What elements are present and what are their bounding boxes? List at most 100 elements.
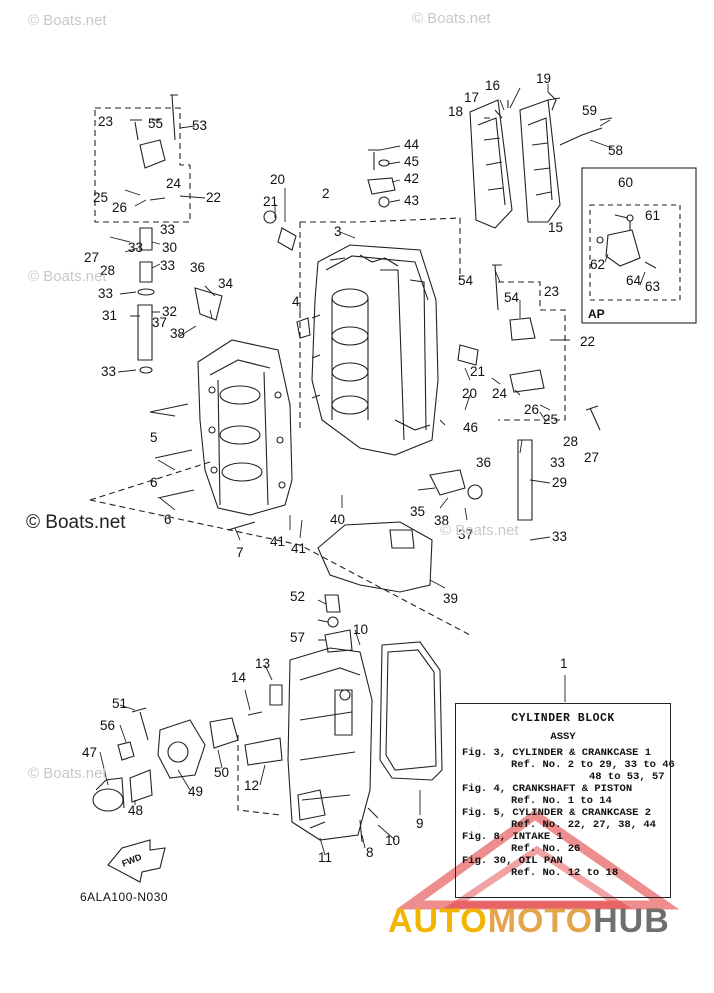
- part-callout: 62: [590, 257, 605, 272]
- part-callout: 24: [492, 386, 508, 401]
- part-callout: 27: [84, 250, 99, 265]
- legend-line: Ref. No. 1 to 14: [511, 795, 612, 807]
- part-callout: 38: [170, 326, 185, 341]
- part-callout: 45: [404, 154, 419, 169]
- part-callout: 24: [166, 176, 182, 191]
- part-callout: 35: [410, 504, 425, 519]
- part-callout: 22: [206, 190, 221, 205]
- part-callout: 23: [98, 114, 113, 129]
- part-callout: 6: [164, 512, 172, 527]
- part-callout: 3: [334, 224, 342, 239]
- part-callout: 47: [82, 745, 97, 760]
- legend-line: Ref. No. 2 to 29, 33 to 46: [511, 759, 675, 771]
- part-callout: 36: [476, 455, 491, 470]
- part-callout: 12: [244, 778, 259, 793]
- ap-inset-box: [581, 167, 697, 324]
- part-callout: 43: [404, 193, 419, 208]
- part-callout: 6: [150, 475, 158, 490]
- part-callout: 61: [645, 208, 660, 223]
- part-callout: 33: [160, 258, 175, 273]
- part-callout: 11: [318, 850, 332, 865]
- part-callout: 28: [100, 263, 115, 278]
- part-callout: 20: [462, 386, 477, 401]
- part-callout: 33: [160, 222, 175, 237]
- part-callout: 57: [290, 630, 305, 645]
- brand-part-auto: AUTO: [388, 902, 488, 940]
- part-callout: 14: [231, 670, 247, 685]
- part-callout: 13: [255, 656, 270, 671]
- watermark: © Boats.net: [28, 12, 107, 29]
- part-callout: 33: [128, 240, 143, 255]
- part-callout: 22: [580, 334, 595, 349]
- part-callout: 41: [291, 541, 306, 556]
- part-callout: 53: [192, 118, 207, 133]
- part-callout: 59: [582, 103, 597, 118]
- legend-subtitle: ASSY: [550, 731, 576, 743]
- part-callout: 10: [385, 833, 400, 848]
- exhaust-covers-drawing: [469, 99, 561, 229]
- part-callout: 36: [190, 260, 205, 275]
- part-callout: 26: [112, 200, 127, 215]
- part-callout: 4: [292, 294, 300, 309]
- ap-inset-label: AP: [588, 307, 605, 321]
- part-callout: 55: [148, 116, 163, 131]
- part-callout: 23: [544, 284, 559, 299]
- part-callout: 26: [524, 402, 539, 417]
- part-callout: 33: [101, 364, 116, 379]
- part-callout: 50: [214, 765, 229, 780]
- part-callout: 15: [548, 220, 563, 235]
- part-callout: 33: [98, 286, 113, 301]
- part-callout: 52: [290, 589, 305, 604]
- part-callout: 40: [330, 512, 345, 527]
- part-callout: 5: [150, 430, 158, 445]
- watermark: © Boats.net: [440, 522, 519, 539]
- fwd-label: FWD: [120, 852, 143, 869]
- part-callout: 18: [448, 104, 463, 119]
- legend-box: CYLINDER BLOCK ASSY Fig. 3, CYLINDER & C…: [455, 703, 675, 898]
- part-callout: 34: [218, 276, 234, 291]
- part-callout: 37: [458, 527, 473, 542]
- brand-part-moto: MOTO: [487, 902, 594, 940]
- assembly-outline: [89, 107, 566, 816]
- part-callout: 56: [100, 718, 115, 733]
- part-callout: 30: [162, 240, 177, 255]
- legend-line: Fig. 5, CYLINDER & CRANKCASE 2: [462, 807, 652, 819]
- watermark: © Boats.net: [28, 268, 107, 285]
- part-callout: 17: [464, 90, 479, 105]
- watermark: © Boats.net: [412, 10, 491, 27]
- legend-line: Fig. 4, CRANKSHAFT & PISTON: [462, 783, 633, 795]
- part-callout: 33: [550, 455, 565, 470]
- part-callout: 64: [626, 273, 642, 288]
- leader-lines: [99, 84, 646, 856]
- part-callout: 29: [552, 475, 567, 490]
- legend-title: CYLINDER BLOCK: [511, 712, 615, 725]
- part-callout: 54: [504, 290, 520, 305]
- part-callout: 27: [584, 450, 599, 465]
- fwd-arrow-icon: [107, 839, 166, 883]
- part-callout: 48: [128, 803, 143, 818]
- part-callout: 10: [353, 622, 368, 637]
- part-callout: 54: [458, 273, 474, 288]
- part-callout: 41: [270, 534, 285, 549]
- part-callout: 38: [434, 513, 449, 528]
- part-callout: 21: [263, 194, 278, 209]
- part-callout: 20: [270, 172, 285, 187]
- legend-line: Ref. No. 12 to 18: [511, 867, 619, 879]
- part-callout: 46: [463, 420, 478, 435]
- part-callout: 9: [416, 816, 424, 831]
- part-callout: 51: [112, 696, 127, 711]
- part-callout: 21: [470, 364, 485, 379]
- watermark: © Boats.net: [28, 765, 107, 782]
- part-callout: 60: [618, 175, 633, 190]
- part-callouts: 1 2 3 4 5 6 6 7 8 9 10 10 11 12 13 14 15…: [82, 71, 660, 865]
- part-callout: 1: [560, 656, 568, 671]
- part-callout: 39: [443, 591, 458, 606]
- part-callout: 33: [552, 529, 567, 544]
- brand-part-hub: HUB: [593, 902, 670, 940]
- diagram-reference-code: 6ALA100-N030: [80, 890, 169, 904]
- automotohub-brand: AUTOMOTOHUB: [388, 902, 670, 941]
- legend-line: Ref. No. 22, 27, 38, 44: [511, 819, 656, 831]
- part-callout: 42: [404, 171, 419, 186]
- part-callout: 28: [563, 434, 578, 449]
